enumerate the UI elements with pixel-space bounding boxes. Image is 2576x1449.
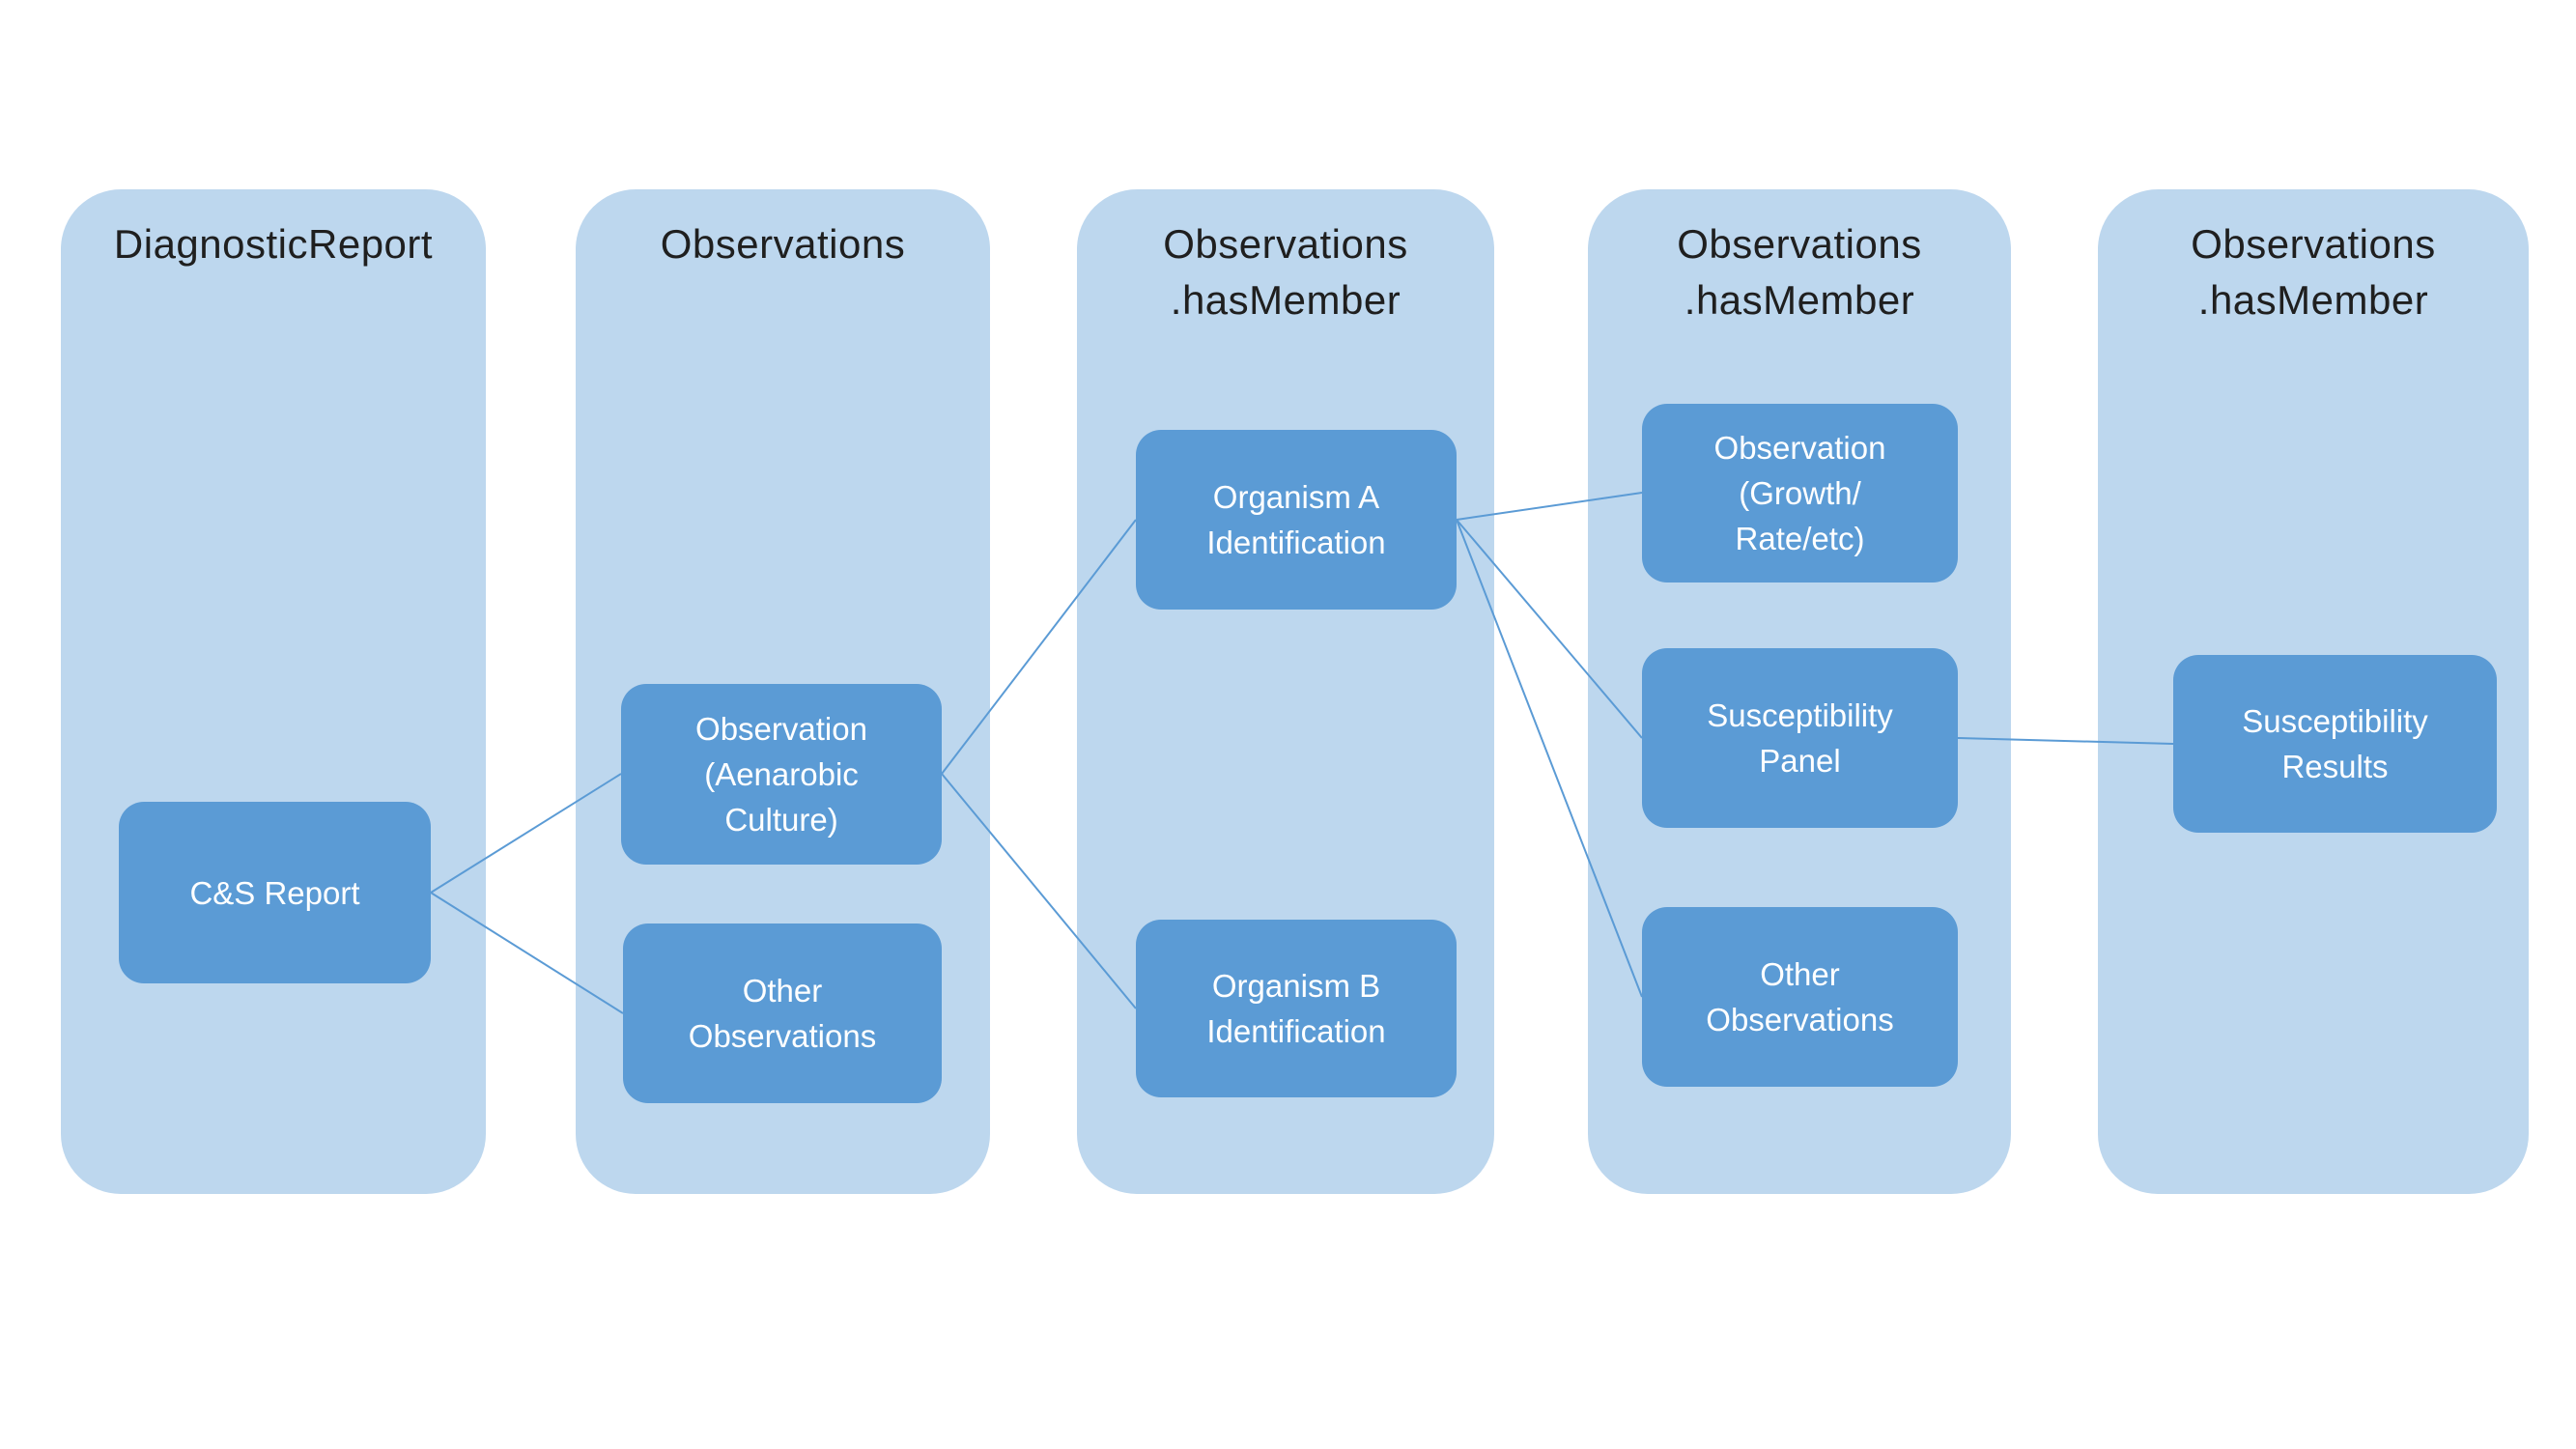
node-label-line: Observations	[1706, 1002, 1894, 1037]
node-observation-aenarobic-culture: Observation (Aenarobic Culture)	[621, 684, 942, 865]
node-label-line: Rate/etc)	[1735, 521, 1865, 556]
node-label-line: Panel	[1759, 743, 1841, 779]
node-observation-growth-rate: Observation (Growth/ Rate/etc)	[1642, 404, 1958, 582]
node-susceptibility-panel: Susceptibility Panel	[1642, 648, 1958, 828]
node-label-line: Susceptibility	[1707, 697, 1893, 733]
panel-title-observations-hasmember-2: Observations .hasMember	[1588, 216, 2011, 328]
node-organism-a-identification: Organism A Identification	[1136, 430, 1457, 610]
panel-title-line: .hasMember	[2197, 277, 2429, 323]
panel-title-line: .hasMember	[1170, 277, 1401, 323]
node-other-observations-2: Other Observations	[1642, 907, 1958, 1087]
panel-title-line: Observations	[1163, 221, 1408, 267]
panel-title-line: Observations	[2191, 221, 2436, 267]
node-label-line: Observations	[688, 1018, 877, 1054]
node-susceptibility-results: Susceptibility Results	[2173, 655, 2497, 833]
node-label-line: (Aenarobic	[704, 756, 859, 792]
panel-title-diagnostic-report: DiagnosticReport	[61, 216, 486, 272]
node-label-line: C&S Report	[189, 874, 360, 911]
node-organism-b-identification: Organism B Identification	[1136, 920, 1457, 1097]
node-label-line: Organism A	[1212, 479, 1380, 515]
node-label-line: Susceptibility	[2242, 703, 2428, 739]
panel-title-line: Observations	[660, 221, 906, 267]
panel-title-observations: Observations	[576, 216, 990, 272]
node-other-observations-1: Other Observations	[623, 923, 942, 1103]
node-label-line: (Growth/	[1739, 475, 1861, 511]
node-label-line: Observation	[1713, 430, 1886, 466]
node-label-line: Results	[2281, 749, 2389, 784]
panel-title-line: Observations	[1677, 221, 1922, 267]
node-label-line: Identification	[1206, 525, 1386, 560]
node-label-line: Organism B	[1211, 968, 1381, 1004]
panel-diagnostic-report: DiagnosticReport	[61, 189, 486, 1194]
panel-title-observations-hasmember-1: Observations .hasMember	[1077, 216, 1494, 328]
panel-title-observations-hasmember-3: Observations .hasMember	[2098, 216, 2529, 328]
node-label-line: Culture)	[724, 802, 838, 838]
panel-title-line: .hasMember	[1684, 277, 1915, 323]
node-cs-report: C&S Report	[119, 802, 431, 983]
node-label-line: Other	[742, 973, 823, 1009]
node-label-line: Observation	[695, 711, 867, 747]
node-label-line: Other	[1760, 956, 1840, 992]
panel-title-line: DiagnosticReport	[113, 221, 434, 267]
node-label-line: Identification	[1206, 1013, 1386, 1049]
